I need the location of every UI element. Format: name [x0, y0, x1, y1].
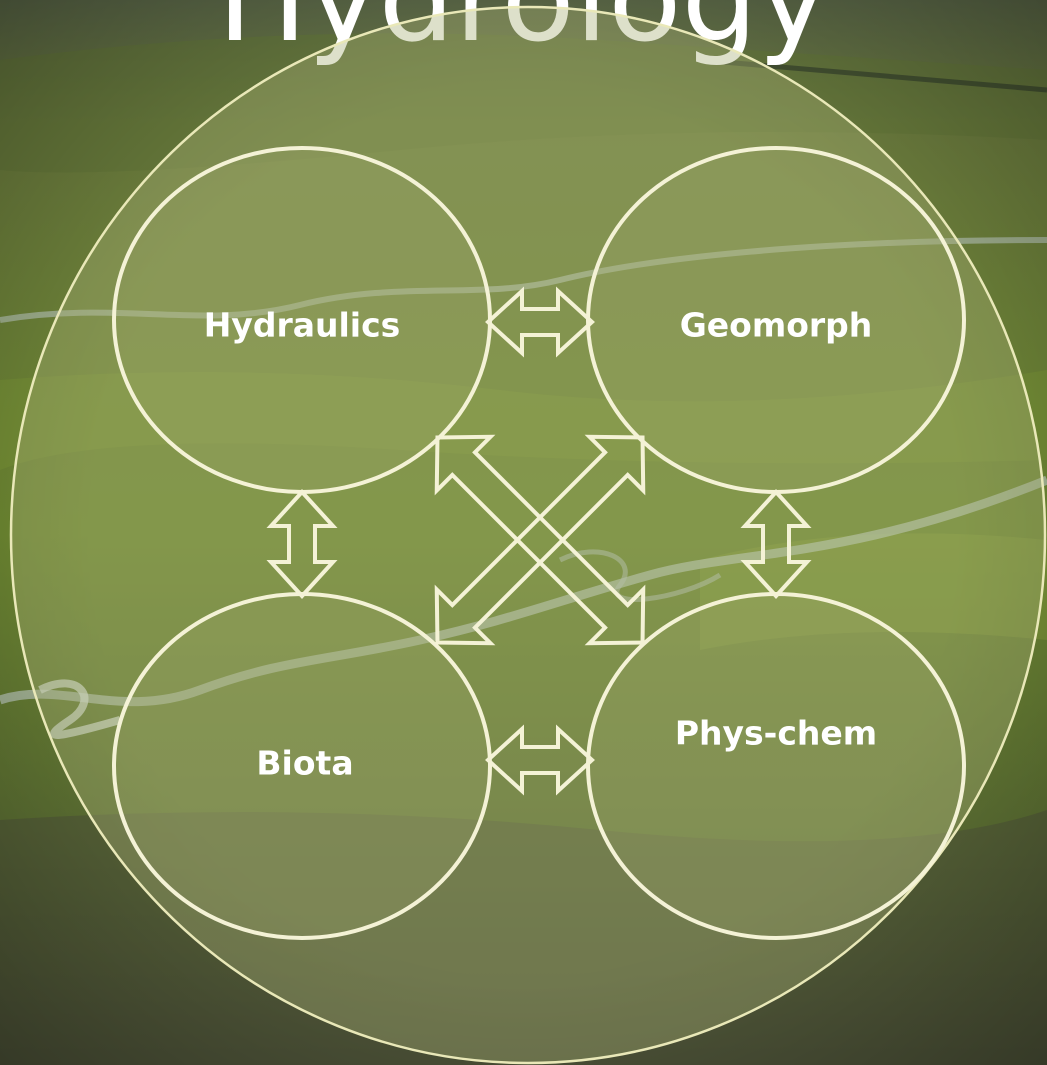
geomorph-label: Geomorph: [680, 306, 873, 345]
hydraulics-label: Hydraulics: [204, 306, 401, 345]
biota-label: Biota: [256, 744, 353, 783]
phys-chem-label: Phys-chem: [675, 714, 877, 753]
phys-chem-circle: [588, 594, 964, 938]
